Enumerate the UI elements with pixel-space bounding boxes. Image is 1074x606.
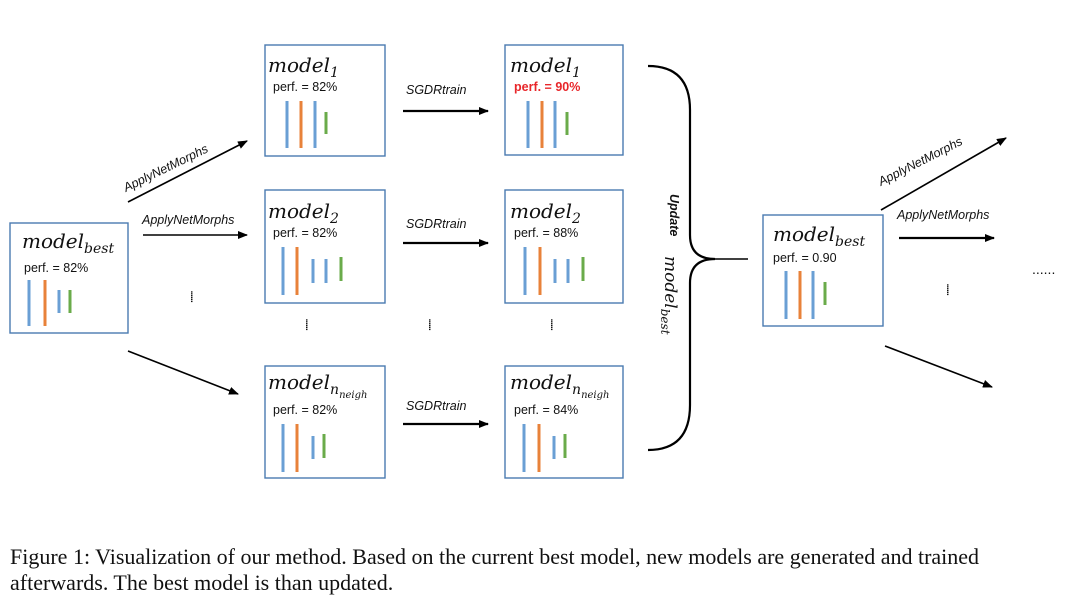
morph-label-5: ApplyNetMorphs bbox=[896, 208, 989, 222]
architecture-bars bbox=[281, 247, 343, 295]
perf-text: perf. = 82% bbox=[273, 403, 337, 417]
vertical-ellipsis: ...... bbox=[548, 318, 564, 330]
model-name: modelnneigh bbox=[268, 370, 367, 401]
figure-caption: Figure 1: Visualization of our method. B… bbox=[10, 544, 980, 595]
model-box bbox=[762, 214, 884, 327]
vertical-ellipsis: ...... bbox=[944, 283, 960, 295]
morph-arrow-6 bbox=[884, 345, 993, 388]
node-model-n-initial: modelnneigh perf. = 82% bbox=[264, 365, 386, 479]
update-model-name: modelbest bbox=[658, 256, 680, 335]
model-name: modelnneigh bbox=[510, 370, 609, 401]
merge-brace bbox=[647, 64, 716, 452]
node-model-n-trained: modelnneigh perf. = 84% bbox=[504, 365, 624, 479]
model-box bbox=[264, 365, 386, 479]
architecture-bars bbox=[522, 424, 567, 472]
model-name: modelbest bbox=[773, 222, 865, 250]
train-label-1: SGDRtrain bbox=[406, 83, 466, 97]
vertical-ellipsis: ...... bbox=[303, 318, 319, 330]
perf-text: perf. = 82% bbox=[273, 80, 337, 94]
horizontal-ellipsis: ...... bbox=[1032, 261, 1055, 277]
architecture-bars bbox=[281, 424, 326, 472]
morph-label-4: ApplyNetMorphs bbox=[875, 134, 965, 189]
model-name: modelbest bbox=[22, 229, 114, 257]
morph-arrow-3 bbox=[127, 350, 239, 395]
node-model-2-trained: model2 perf. = 88% bbox=[504, 189, 624, 304]
vertical-ellipsis: ...... bbox=[426, 318, 442, 330]
perf-text: perf. = 0.90 bbox=[773, 251, 837, 265]
architecture-bars bbox=[526, 101, 569, 148]
update-label: Update bbox=[667, 194, 681, 236]
morph-arrow-1 bbox=[127, 140, 248, 203]
node-model-best-input: modelbest perf. = 82% bbox=[9, 222, 129, 334]
model-name: model1 bbox=[268, 53, 339, 81]
perf-text: perf. = 82% bbox=[24, 261, 88, 275]
node-model-2-initial: model2 perf. = 82% bbox=[264, 189, 386, 304]
architecture-bars bbox=[523, 247, 585, 295]
train-label-3: SGDRtrain bbox=[406, 399, 466, 413]
node-model-1-initial: model1 perf. = 82% bbox=[264, 44, 386, 157]
model-box bbox=[264, 189, 386, 304]
perf-text-highlighted: perf. = 90% bbox=[514, 80, 580, 94]
node-model-1-trained: model1 perf. = 90% bbox=[504, 44, 624, 156]
node-model-best-updated: modelbest perf. = 0.90 bbox=[762, 214, 884, 327]
model-name: model2 bbox=[268, 199, 339, 227]
method-diagram: modelbest perf. = 82% model1 perf. = 82%… bbox=[9, 44, 1055, 479]
perf-text: perf. = 82% bbox=[273, 226, 337, 240]
architecture-bars bbox=[784, 271, 827, 319]
model-name: model2 bbox=[510, 199, 581, 227]
perf-text: perf. = 88% bbox=[514, 226, 578, 240]
perf-text: perf. = 84% bbox=[514, 403, 578, 417]
vertical-ellipsis: ...... bbox=[188, 290, 204, 302]
model-name: model1 bbox=[510, 53, 581, 81]
morph-label-1: ApplyNetMorphs bbox=[120, 142, 210, 196]
architecture-bars bbox=[27, 280, 72, 326]
model-box bbox=[504, 44, 624, 156]
morph-arrow-4 bbox=[880, 137, 1007, 211]
architecture-bars bbox=[285, 101, 328, 148]
morph-label-2: ApplyNetMorphs bbox=[141, 213, 234, 227]
train-label-2: SGDRtrain bbox=[406, 217, 466, 231]
model-box bbox=[264, 44, 386, 157]
